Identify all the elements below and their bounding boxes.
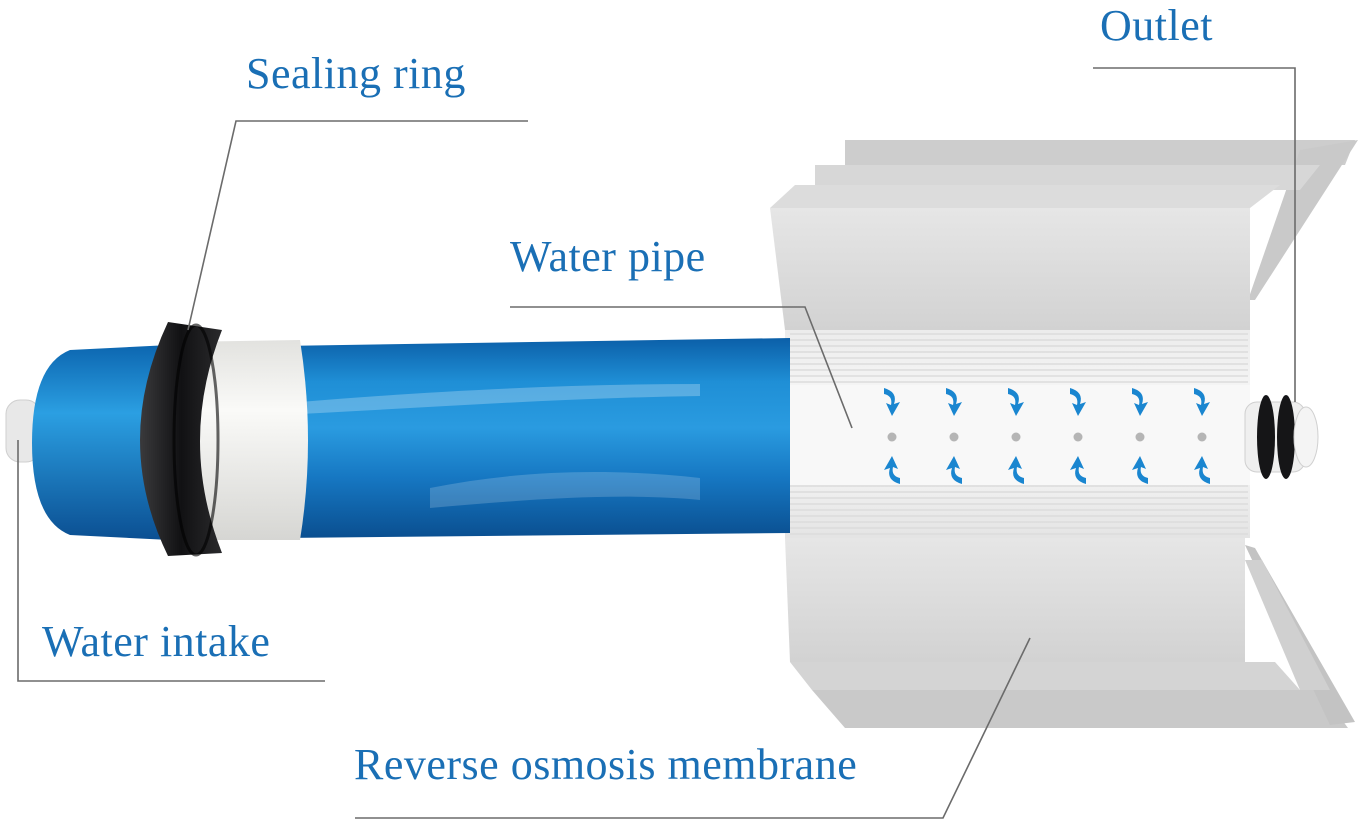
membrane-housing — [5, 322, 790, 557]
flow-arrow-down — [1070, 388, 1086, 416]
leader-line-sealing-ring — [187, 120, 528, 331]
flow-arrow-up — [1194, 456, 1210, 484]
pore-dot — [1135, 432, 1145, 442]
outlet-tip — [1293, 406, 1319, 468]
outlet-o-ring-1 — [1257, 395, 1275, 479]
membrane-sheets — [770, 140, 1358, 728]
membrane-sheet-top-mid — [815, 165, 1320, 190]
flow-arrow-down — [884, 388, 900, 416]
membrane-sheet-top-back — [845, 140, 1355, 165]
outlet-o-ring-2 — [1277, 395, 1295, 479]
membrane-sheet-top-front — [770, 208, 1250, 330]
label-water-pipe: Water pipe — [510, 232, 706, 281]
membrane-sheet-bottom-back — [812, 690, 1348, 728]
membrane-sheet-bottom-fold-2 — [1245, 560, 1330, 690]
leader-line-outlet — [1093, 67, 1296, 402]
housing-tube — [280, 338, 790, 538]
membrane-sheet-bottom-mid — [790, 662, 1300, 690]
flow-arrow-up — [1132, 456, 1148, 484]
pore-dot — [949, 432, 959, 442]
flow-arrow-down — [1194, 388, 1210, 416]
pore-dot — [1073, 432, 1083, 442]
flow-arrow-up — [1008, 456, 1024, 484]
sealing-ring-edge — [172, 323, 220, 557]
label-sealing-ring: Sealing ring — [246, 49, 466, 98]
pore-dot — [1197, 432, 1207, 442]
pore-dot — [887, 432, 897, 442]
flow-arrow-down — [1132, 388, 1148, 416]
membrane-sheet-bottom-front — [785, 538, 1245, 662]
label-outlet: Outlet — [1100, 1, 1213, 50]
pore-dot — [1011, 432, 1021, 442]
sealing-ring — [140, 322, 222, 556]
flow-arrow-up — [884, 456, 900, 484]
tube-ribs — [790, 333, 1248, 535]
leader-line-membrane — [355, 637, 1031, 819]
leader-line-water-pipe — [510, 306, 853, 429]
flow-arrow-down — [1008, 388, 1024, 416]
membrane-sheet-top-edge — [770, 185, 1280, 208]
label-reverse-osmosis-membrane: Reverse osmosis membrane — [354, 740, 858, 789]
housing-end-cap — [32, 345, 170, 540]
flow-arrow-down — [946, 388, 962, 416]
flow-arrow-up — [946, 456, 962, 484]
leader-lines — [17, 67, 1296, 819]
flow-arrow-up — [1070, 456, 1086, 484]
housing-highlight — [300, 384, 700, 414]
housing-reflection — [430, 472, 700, 508]
outlet-fitting — [1244, 395, 1319, 479]
membrane-sheet-top-fold — [1248, 140, 1358, 300]
white-band — [173, 340, 308, 540]
leader-line-water-intake — [17, 440, 325, 682]
flow-arrows — [884, 388, 1210, 484]
label-water-intake: Water intake — [42, 617, 271, 666]
